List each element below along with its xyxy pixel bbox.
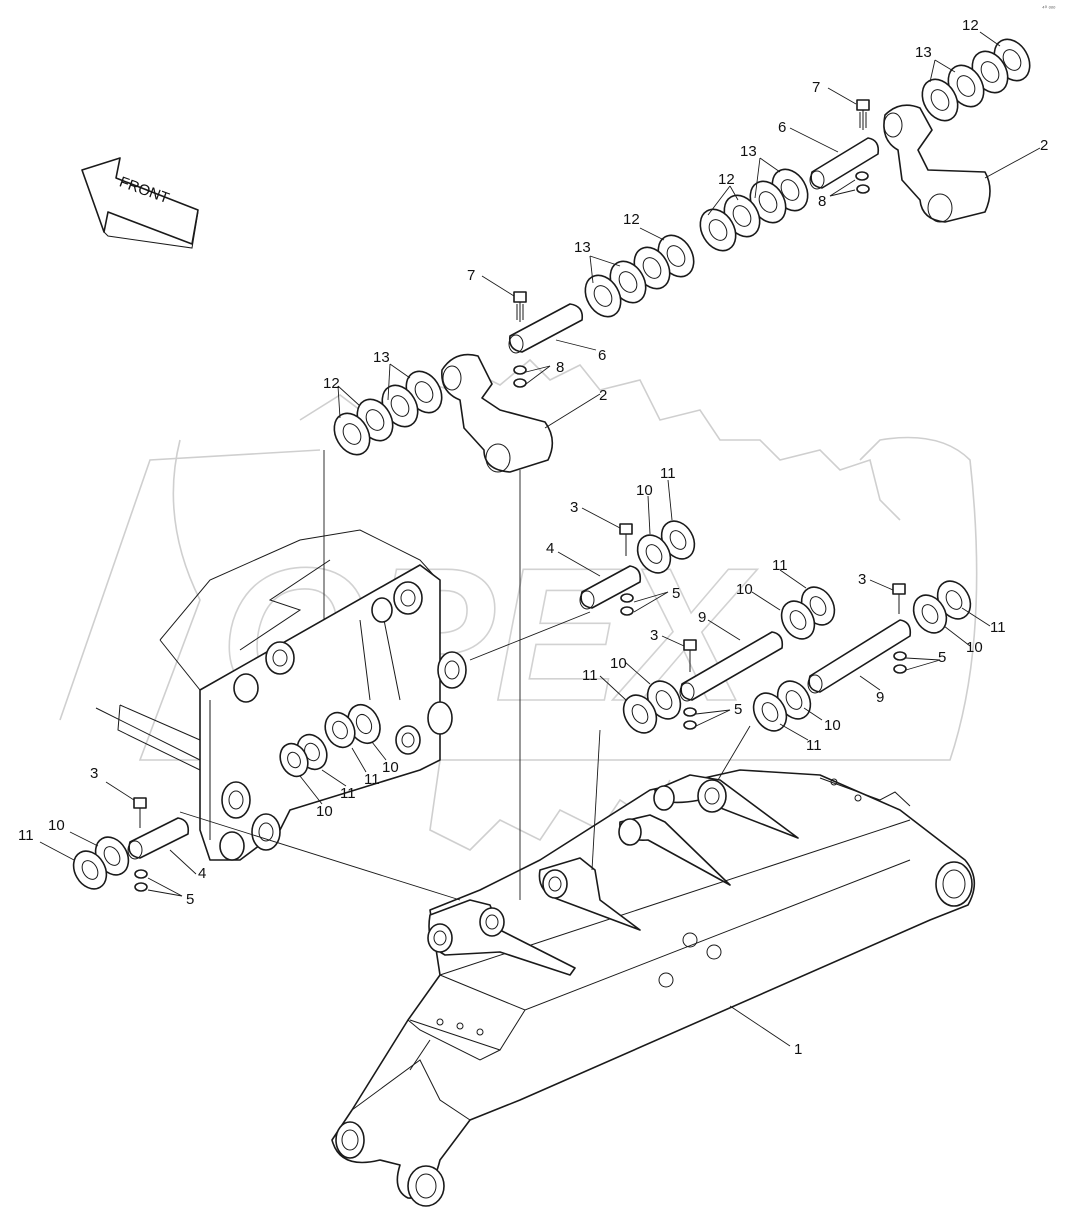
callout: 12: [962, 17, 979, 34]
washer-stack-mid-right: [699, 168, 809, 252]
callout: 10: [636, 482, 653, 499]
middle-pin-groups: [579, 520, 972, 734]
callout: 10: [966, 639, 983, 656]
leader-lines: [39, 31, 1041, 1047]
callout: 13: [915, 44, 932, 61]
upper-left-link-group: [333, 234, 695, 473]
callout: 12: [718, 171, 735, 188]
callout: 10: [316, 803, 333, 820]
pin-part-6-lower: [508, 303, 584, 353]
callout: 4: [198, 865, 206, 882]
bolt-part-7-lower: [513, 291, 527, 322]
bolt-part-3-mid: [619, 523, 633, 556]
callout: 6: [778, 119, 786, 136]
upper-right-link-group: [699, 38, 1031, 252]
pin-part-9-right: [808, 619, 912, 693]
callout: 11: [660, 465, 676, 482]
callout: 7: [812, 79, 820, 96]
lower-left-pin-group: [72, 797, 190, 892]
bolt-part-7-upper: [856, 99, 870, 130]
callout: 13: [574, 239, 591, 256]
pin-part-4-lower: [128, 817, 190, 859]
callout: 5: [672, 585, 680, 602]
link-part-2-lower: [441, 353, 554, 473]
callout: 3: [90, 765, 98, 782]
callout: 4: [546, 540, 554, 557]
callout: 13: [740, 143, 757, 160]
callout: 10: [736, 581, 753, 598]
callout: 11: [18, 827, 34, 844]
washer-stack-mid-left: [333, 370, 443, 456]
callout: 3: [858, 571, 866, 588]
callout: 2: [1040, 137, 1048, 154]
callout: 5: [938, 649, 946, 666]
callout: 11: [990, 619, 1006, 636]
callout: 1: [794, 1041, 802, 1058]
callout: 9: [698, 609, 706, 626]
callout: 11: [772, 557, 788, 574]
front-arrow: FRONT: [81, 157, 199, 249]
callout: 5: [734, 701, 742, 718]
bolt-part-3-right: [892, 583, 906, 614]
callout: 11: [340, 785, 356, 802]
callout: 10: [610, 655, 627, 672]
corner-note: ⁴⁰ ᵒᵒᵒ: [1042, 5, 1056, 12]
callout: 11: [582, 667, 598, 684]
bolt-part-3-lower: [133, 797, 147, 828]
callout: 11: [364, 771, 380, 788]
bolt-part-3-left-mid: [683, 639, 697, 672]
callout: 3: [570, 499, 578, 516]
pin-part-9-left: [680, 631, 784, 701]
callout: 2: [599, 387, 607, 404]
callout: 7: [467, 267, 475, 284]
boom-part-1: [331, 769, 976, 1207]
callout: 9: [876, 689, 884, 706]
callout: 10: [48, 817, 65, 834]
callout: 8: [556, 359, 564, 376]
pin-part-4-upper: [580, 565, 642, 609]
washer-stack-top-right: [921, 38, 1031, 122]
callout: 11: [806, 737, 822, 754]
frame-bosses: [219, 581, 467, 861]
callout: 12: [623, 211, 640, 228]
pin-part-6-upper: [810, 137, 880, 189]
callout-numbers: 12 13 7 6 13 12 8 2 12 13 7 6 8 13 12 2 …: [18, 17, 1048, 1058]
callout: 8: [818, 193, 826, 210]
link-part-2-upper: [883, 104, 991, 223]
callout: 12: [323, 375, 340, 392]
callout: 3: [650, 627, 658, 644]
callout: 6: [598, 347, 606, 364]
callout: 10: [824, 717, 841, 734]
main-frame-assembly: [95, 529, 467, 861]
callout: 5: [186, 891, 194, 908]
washer-stack-top-left: [584, 234, 695, 318]
callout: 10: [382, 759, 399, 776]
callout: 13: [373, 349, 390, 366]
